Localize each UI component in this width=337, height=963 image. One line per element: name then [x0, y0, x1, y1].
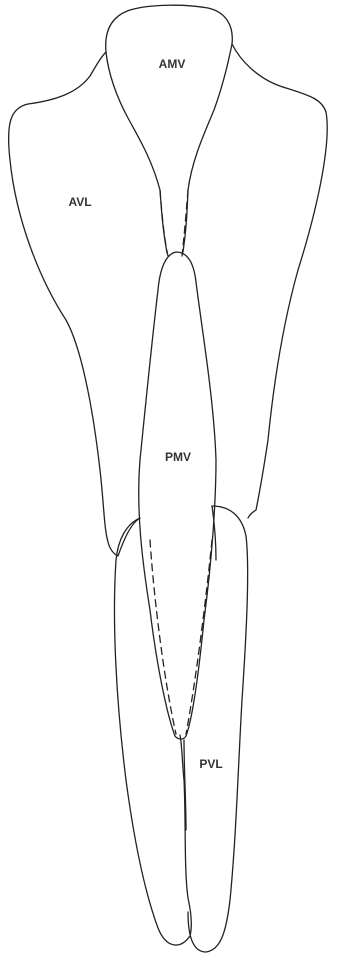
pmv-pvl-dashed-suture-right: [186, 540, 212, 734]
avl-label: AVL: [68, 195, 91, 209]
avl-right-outline: [232, 44, 327, 518]
pmv-label: PMV: [165, 450, 191, 464]
amv-plate-outline: [106, 5, 233, 253]
pmv-plate-outline: [139, 252, 216, 739]
pvl-right-plate-outline: [188, 506, 248, 952]
avl-plate-outline: [9, 52, 140, 556]
pvl-label: PVL: [199, 757, 222, 771]
amv-label: AMV: [159, 57, 186, 71]
